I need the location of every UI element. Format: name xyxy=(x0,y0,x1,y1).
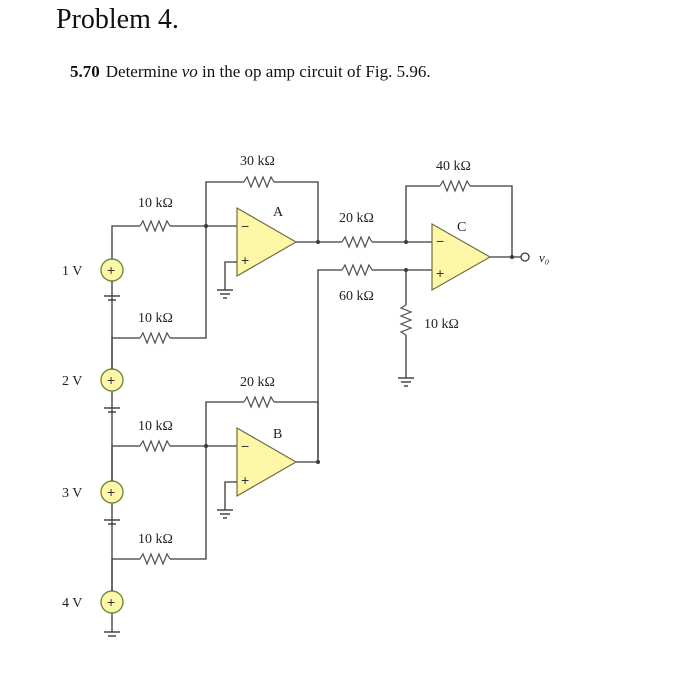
resistor-zigzag xyxy=(399,304,413,336)
resistor-r3: 10 kΩ xyxy=(111,419,237,481)
resistor-label: 20 kΩ xyxy=(339,211,374,226)
output-label: v₀ xyxy=(539,250,549,265)
op-amp-triangle xyxy=(236,206,298,278)
resistor-label: 30 kΩ xyxy=(240,154,275,169)
resistor-zigzag xyxy=(243,395,275,409)
wire xyxy=(274,181,319,242)
output-node xyxy=(520,252,530,262)
plus-sign: + xyxy=(107,372,115,388)
voltage-source-1v: + 1 V xyxy=(62,258,124,301)
resistor-zigzag xyxy=(139,439,171,453)
wire xyxy=(111,337,140,369)
resistor-r4: 10 kΩ xyxy=(111,446,207,591)
op-amp-triangle xyxy=(236,426,298,498)
problem-number: 5.70 xyxy=(70,62,100,81)
problem-statement: 5.70 Determine vo in the op amp circuit o… xyxy=(70,62,431,82)
voltage-source-2v: + 2 V xyxy=(62,368,124,413)
wire xyxy=(170,226,207,339)
wire xyxy=(111,445,140,481)
op-amp-a: − + A xyxy=(217,205,298,299)
wire xyxy=(224,261,237,290)
resistor-c-inverting: 20 kΩ xyxy=(318,211,432,249)
wire xyxy=(111,225,140,259)
wire xyxy=(170,446,207,560)
wire xyxy=(317,269,342,462)
wire xyxy=(224,481,237,510)
resistor-r1: 10 kΩ xyxy=(111,196,237,259)
plus-sign: + xyxy=(107,484,115,500)
minus-sign: − xyxy=(241,218,249,234)
junction-dot xyxy=(204,224,208,228)
resistor-feedback-c: 40 kΩ xyxy=(405,159,521,258)
resistor-zigzag xyxy=(139,331,171,345)
page-title: Problem 4. xyxy=(56,4,179,35)
junction-dot xyxy=(316,460,320,464)
wire xyxy=(205,181,244,226)
resistor-zigzag xyxy=(341,263,373,277)
resistor-label: 10 kΩ xyxy=(138,311,173,326)
plus-sign: + xyxy=(107,262,115,278)
resistor-zigzag xyxy=(139,552,171,566)
source-label-1v: 1 V xyxy=(62,264,82,279)
resistor-label: 10 kΩ xyxy=(138,196,173,211)
resistor-label: 40 kΩ xyxy=(436,159,471,174)
plus-sign: + xyxy=(241,252,249,268)
resistor-label: 60 kΩ xyxy=(339,289,374,304)
wire xyxy=(205,401,244,446)
op-amp-label: A xyxy=(273,205,284,220)
junction-dot xyxy=(316,240,320,244)
wire xyxy=(470,185,513,257)
wire xyxy=(111,558,140,591)
minus-sign: − xyxy=(241,438,249,454)
resistor-zigzag xyxy=(439,179,471,193)
op-amp-label: C xyxy=(457,220,466,235)
source-label-2v: 2 V xyxy=(62,374,82,389)
junction-dot xyxy=(404,268,408,272)
op-amp-label: B xyxy=(273,427,282,442)
plus-sign: + xyxy=(107,594,115,610)
junction-dot xyxy=(510,255,514,259)
junction-dot xyxy=(404,240,408,244)
problem-text-start: Determine xyxy=(105,62,182,81)
op-amp-triangle xyxy=(431,222,492,292)
resistor-c-ground: 10 kΩ xyxy=(398,270,459,387)
resistor-feedback-a: 30 kΩ xyxy=(205,154,319,243)
op-amp-b: − + B xyxy=(217,426,298,519)
resistor-label: 10 kΩ xyxy=(424,317,459,332)
minus-sign: − xyxy=(436,233,444,249)
plus-sign: + xyxy=(436,265,444,281)
output-variable: vo xyxy=(181,62,198,81)
resistor-label: 10 kΩ xyxy=(138,419,173,434)
junction-dot xyxy=(204,444,208,448)
resistor-r2: 10 kΩ xyxy=(111,226,207,369)
source-label-4v: 4 V xyxy=(62,596,82,611)
voltage-source-3v: + 3 V xyxy=(62,480,124,525)
source-label-3v: 3 V xyxy=(62,486,82,501)
resistor-zigzag xyxy=(341,235,373,249)
resistor-zigzag xyxy=(243,175,275,189)
resistor-c-noninverting: 60 kΩ xyxy=(317,263,432,462)
problem-text-end: in the op amp circuit of Fig. 5.96. xyxy=(197,62,431,81)
op-amp-c: − + C xyxy=(431,220,492,292)
resistor-label: 20 kΩ xyxy=(240,375,275,390)
resistor-label: 10 kΩ xyxy=(138,532,173,547)
wire xyxy=(405,185,440,242)
plus-sign: + xyxy=(241,472,249,488)
voltage-source-4v: + 4 V xyxy=(62,590,124,637)
resistor-zigzag xyxy=(139,219,171,233)
output-terminal: v₀ xyxy=(520,250,549,265)
